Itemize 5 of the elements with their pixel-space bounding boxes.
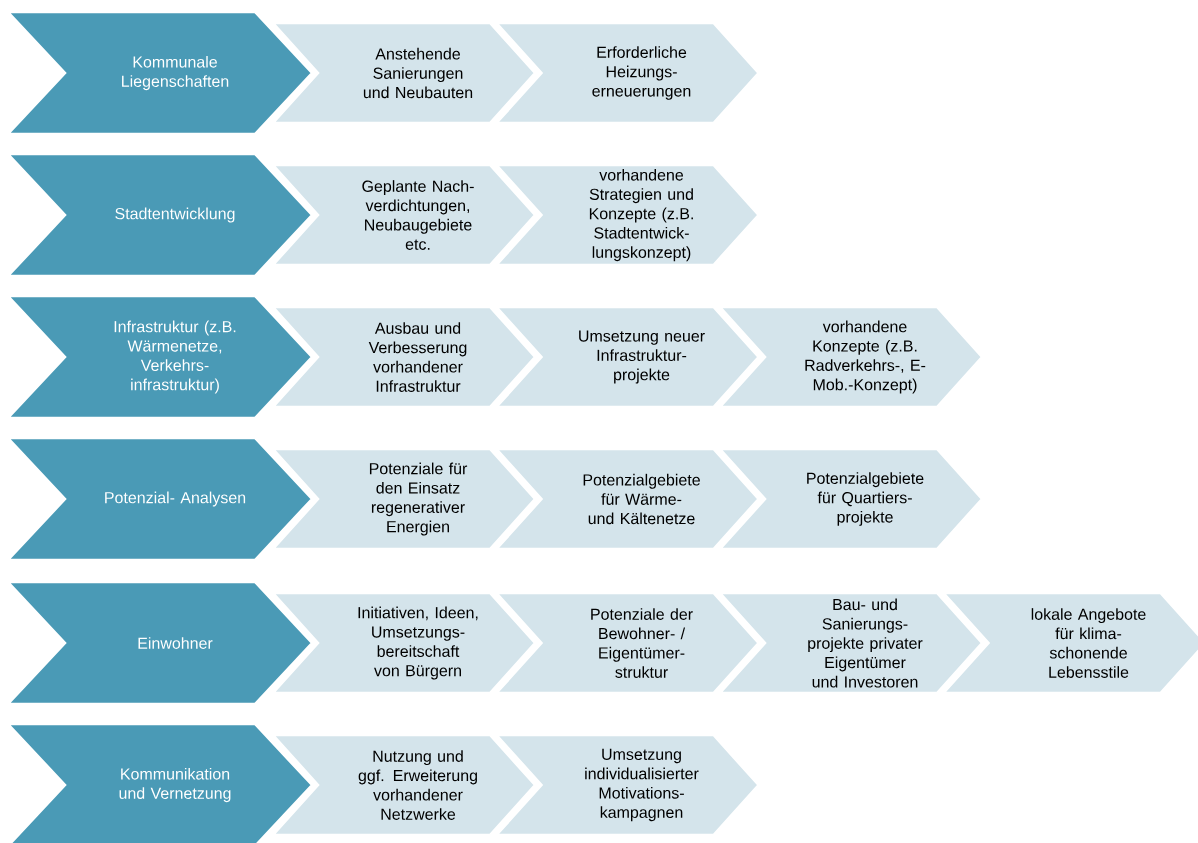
category-box: Kommunikation und Vernetzung	[5, 722, 314, 843]
node-label: Umsetzung individualisierter Motivations- kampagnen	[585, 748, 699, 822]
node-label: lokale Angebote für klima- schonende Lebensstile	[1031, 608, 1146, 678]
node-label: Nutzung und ggf. Erweiterung vorhandener Netzwerke	[358, 750, 477, 820]
step-box: Nutzung und ggf. Erweiterung vorhandener Netzwerke	[270, 733, 537, 837]
